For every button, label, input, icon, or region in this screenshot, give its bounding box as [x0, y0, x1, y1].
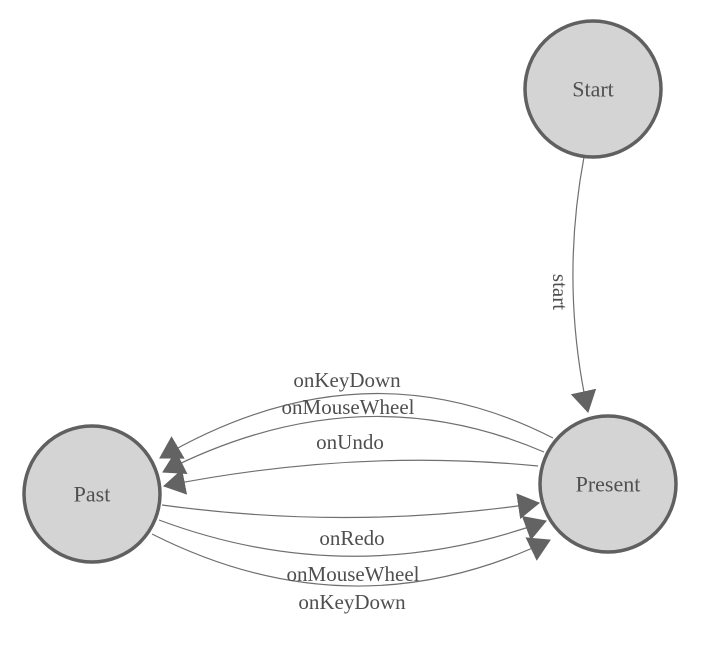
node-circle-present[interactable]	[538, 414, 678, 554]
edge-label-start-to-present: start	[548, 274, 572, 310]
edge-past-to-present-onredo	[161, 493, 540, 519]
node-label-present: Present	[576, 472, 641, 497]
edge-label-present-to-past-onmousewheel: onMouseWheel	[282, 395, 415, 419]
node-start[interactable]: Start	[523, 19, 663, 159]
edge-present-to-past-onundo	[163, 459, 539, 495]
node-circle-past[interactable]	[22, 424, 162, 564]
node-present[interactable]: Present	[538, 414, 678, 554]
edge-label-present-to-past-onundo: onUndo	[316, 430, 384, 454]
edge-present-to-past-onkeydown	[159, 393, 554, 459]
node-label-past: Past	[74, 482, 111, 507]
edge-label-past-to-present-onmousewheel: onMouseWheel	[287, 562, 420, 586]
node-label-start: Start	[572, 77, 614, 102]
edge-start-to-present	[570, 156, 597, 413]
edge-label-present-to-past-onkeydown: onKeyDown	[293, 368, 401, 392]
edge-past-to-present-onmousewheel	[158, 516, 547, 557]
node-past[interactable]: Past	[22, 424, 162, 564]
edge-past-to-present-onkeydown	[151, 533, 551, 587]
edge-label-past-to-present-onkeydown: onKeyDown	[298, 590, 406, 614]
node-circle-start[interactable]	[523, 19, 663, 159]
edge-label-past-to-present-onredo: onRedo	[319, 526, 384, 550]
edge-present-to-past-onmousewheel	[162, 415, 545, 474]
